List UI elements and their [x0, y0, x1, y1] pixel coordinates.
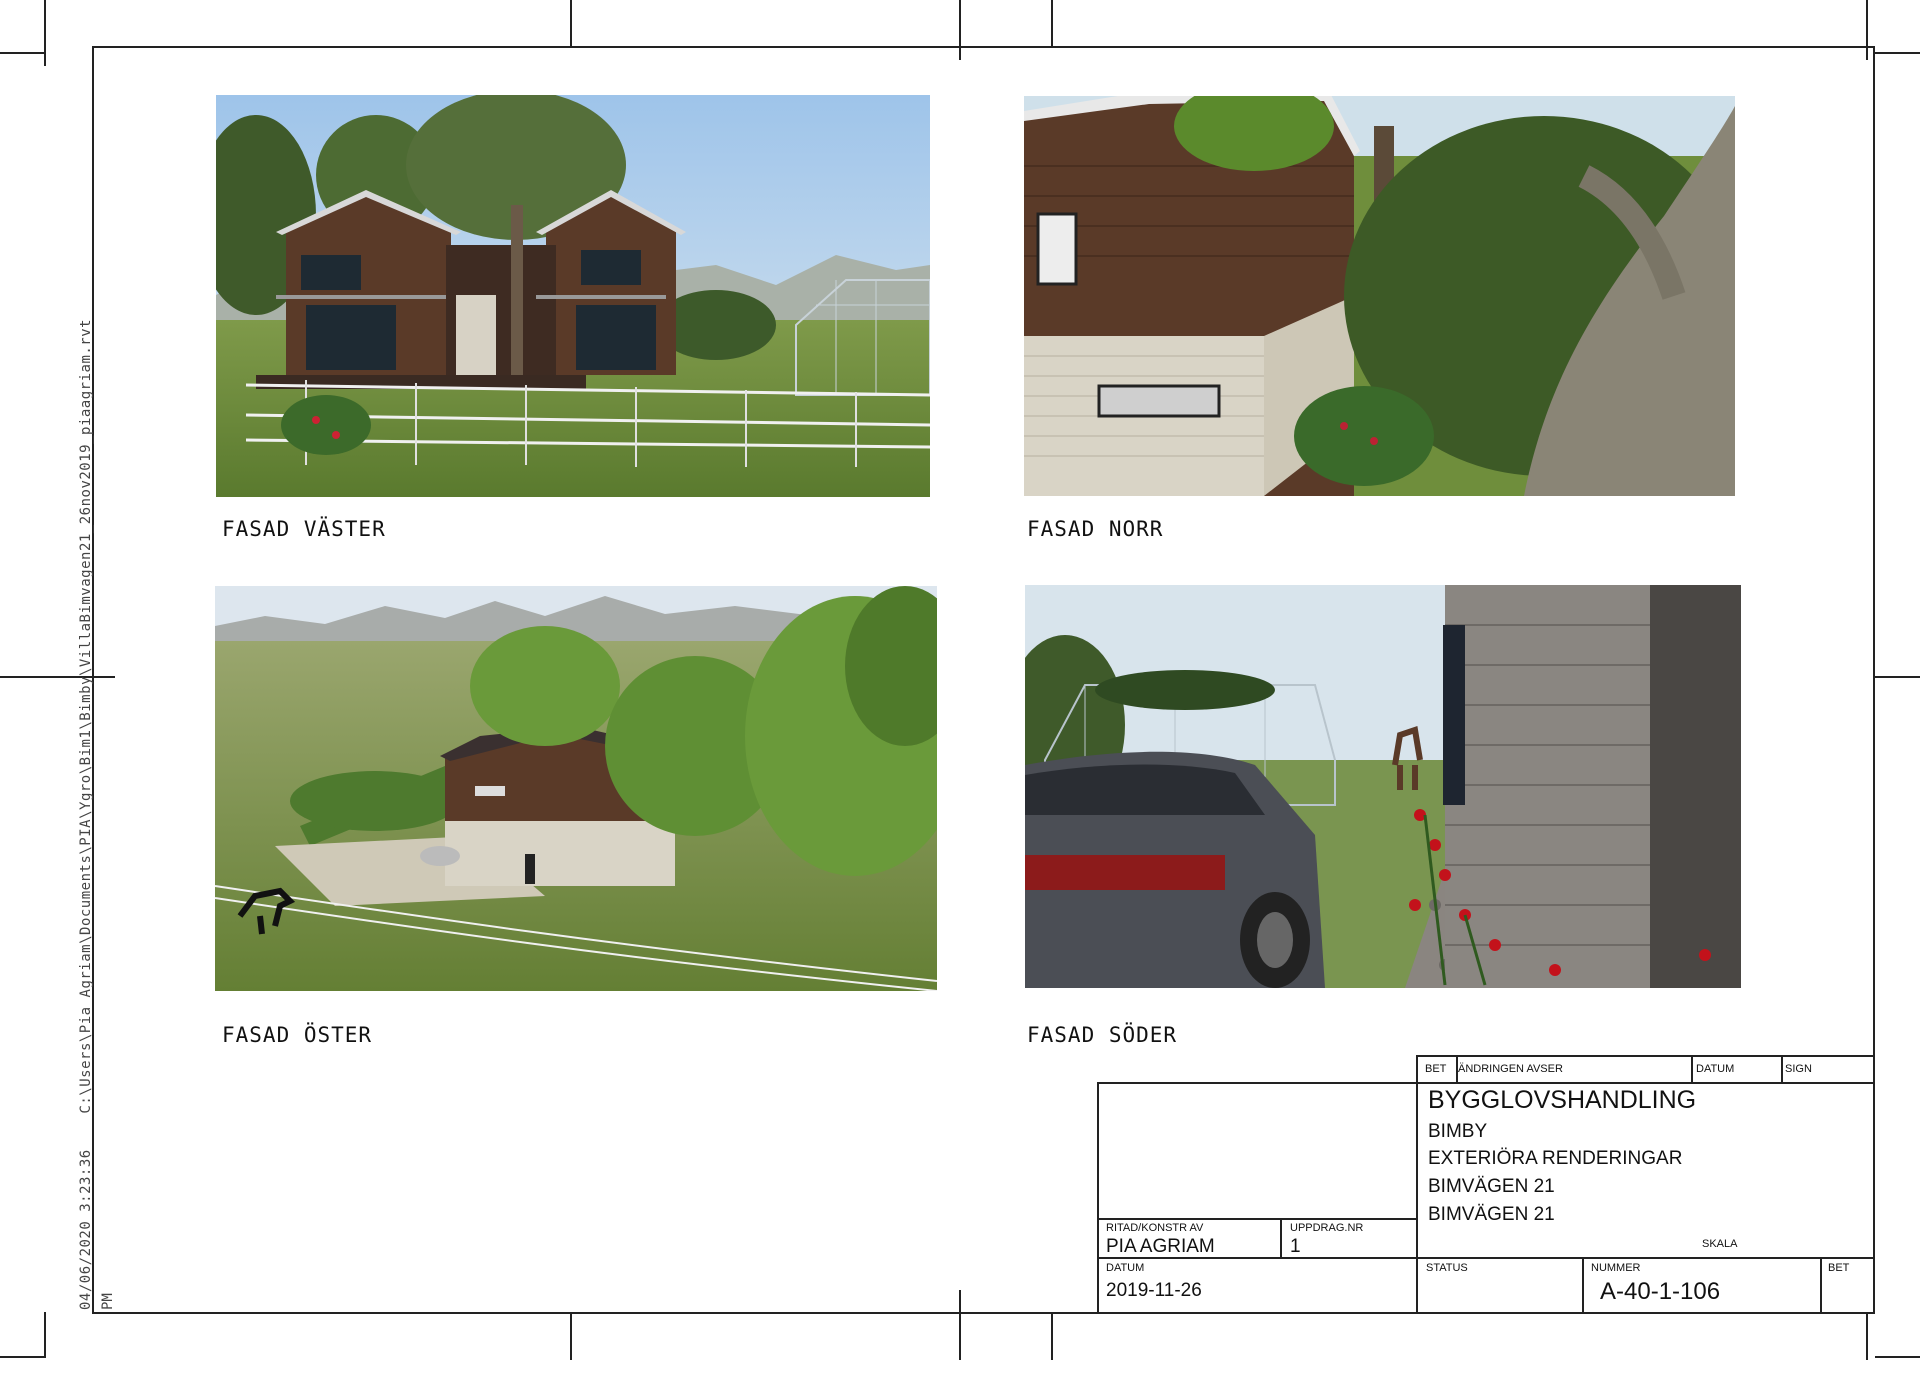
drawing-number: A-40-1-106 [1600, 1278, 1721, 1305]
drawn-by-value: PIA AGRIAM [1106, 1236, 1215, 1257]
trim-mark [1875, 52, 1920, 54]
trim-mark [0, 52, 46, 54]
file-path-stamp: 04/06/2020 3:23:36 C:\Users\Pia Agriam\D… [78, 319, 94, 1310]
caption-north: FASAD NORR [1027, 517, 1164, 541]
assignment-label: UPPDRAG.NR [1290, 1222, 1364, 1234]
file-path: C:\Users\Pia Agriam\Documents\PIA\Ygro\B… [78, 318, 94, 1114]
trim-mark [959, 0, 961, 60]
scale-label: SKALA [1702, 1238, 1738, 1250]
number-label: NUMMER [1591, 1262, 1641, 1274]
trim-mark [1051, 0, 1053, 46]
trim-mark [1866, 0, 1868, 60]
title-line-4: BIMVÄGEN 21 [1428, 1204, 1555, 1225]
trim-mark [1866, 1314, 1868, 1360]
trim-mark [570, 1314, 572, 1360]
bet-label: BET [1828, 1262, 1850, 1274]
trim-mark [1875, 676, 1920, 678]
timestamp: 04/06/2020 3:23:36 [78, 1149, 94, 1310]
date-value: 2019-11-26 [1106, 1280, 1202, 1301]
title-line-2: EXTERIÖRA RENDERINGAR [1428, 1148, 1683, 1169]
caption-south: FASAD SÖDER [1027, 1023, 1178, 1047]
revision-change-header: ÄNDRINGEN AVSER [1458, 1063, 1563, 1075]
title-line-1: BIMBY [1428, 1121, 1488, 1142]
trim-mark [1875, 1356, 1920, 1358]
date-label: DATUM [1106, 1262, 1145, 1274]
revision-date-header: DATUM [1696, 1063, 1735, 1075]
status-label: STATUS [1426, 1262, 1468, 1274]
pm-marker: PM [100, 1293, 116, 1310]
revision-sign-header: SIGN [1785, 1063, 1812, 1075]
caption-east: FASAD ÖSTER [222, 1023, 373, 1047]
drawn-by-label: RITAD/KONSTR AV [1106, 1222, 1204, 1234]
trim-mark [0, 676, 115, 678]
trim-mark [959, 1290, 961, 1360]
render-east [215, 586, 937, 991]
trim-mark [570, 0, 572, 46]
document-title: BYGGLOVSHANDLING [1428, 1086, 1697, 1114]
drawing-border [92, 46, 1875, 1314]
render-north [1024, 96, 1735, 496]
render-south [1025, 585, 1741, 988]
title-line-3: BIMVÄGEN 21 [1428, 1176, 1555, 1197]
trim-mark [1051, 1314, 1053, 1360]
render-west [216, 95, 930, 497]
assignment-value: 1 [1290, 1236, 1301, 1257]
trim-mark [44, 0, 46, 66]
caption-west: FASAD VÄSTER [222, 517, 386, 541]
revision-bet-header: BET [1425, 1063, 1447, 1075]
trim-mark [0, 1356, 46, 1358]
trim-mark [44, 1312, 46, 1358]
